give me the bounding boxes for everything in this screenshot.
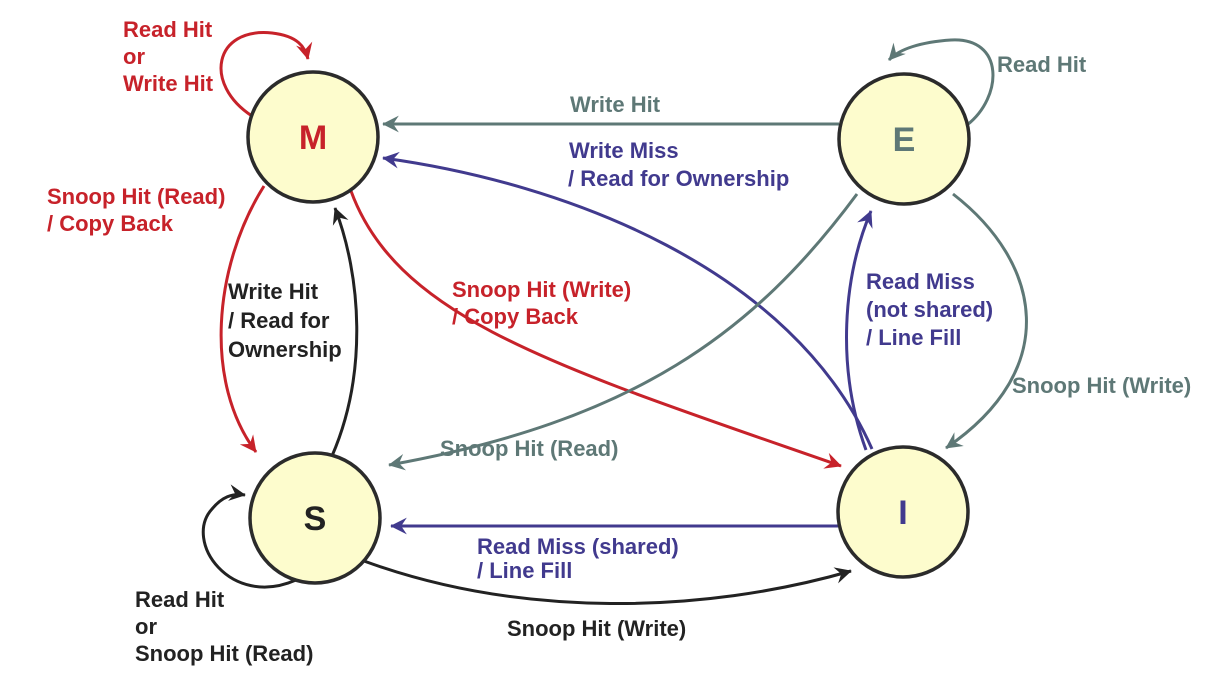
label-line: Read Hit [123, 17, 213, 42]
edge-e-to-s [388, 193, 859, 471]
edge-m-self-loop [219, 31, 313, 118]
state-modified: M [246, 70, 380, 204]
label-line: Ownership [228, 337, 342, 362]
edge-m-to-s [219, 185, 266, 453]
label-line: Snoop Hit (Write) [452, 277, 631, 302]
label-line: Snoop Hit (Read) [135, 641, 313, 666]
edge-s-to-i [363, 559, 852, 606]
state-shared: S [248, 451, 382, 585]
label-line: Snoop Hit (Write) [507, 616, 686, 641]
label-line: / Line Fill [477, 558, 572, 583]
label-e-self-loop: Read Hit [997, 52, 1087, 77]
label-line: / Read for Ownership [568, 166, 789, 191]
state-letter-m: M [299, 119, 327, 157]
label-i-to-e: Read Miss (not shared) / Line Fill [866, 269, 993, 350]
state-circle-s [248, 451, 382, 585]
label-line: (not shared) [866, 297, 993, 322]
label-line: Snoop Hit (Read) [47, 184, 225, 209]
label-line: Write Miss [569, 138, 679, 163]
label-s-to-i: Snoop Hit (Write) [507, 616, 686, 641]
label-line: Write Hit [570, 92, 661, 117]
label-line: Write Hit [123, 71, 214, 96]
label-line: / Read for [228, 308, 330, 333]
label-i-to-m: Write Miss / Read for Ownership [568, 138, 789, 191]
edge-e-to-i [945, 192, 1028, 450]
label-line: / Copy Back [452, 304, 579, 329]
label-line: or [123, 44, 145, 69]
state-circle-i [836, 445, 970, 579]
label-m-self-loop: Read Hit or Write Hit [123, 17, 214, 96]
label-i-to-s: Read Miss (shared) / Line Fill [477, 534, 679, 583]
state-letter-i: I [898, 494, 907, 532]
state-circle-e [837, 72, 971, 206]
label-line: / Copy Back [47, 211, 174, 236]
label-line: Read Miss [866, 269, 975, 294]
label-e-to-s: Snoop Hit (Read) [440, 436, 618, 461]
state-exclusive: E [837, 72, 971, 206]
label-line: Write Hit [228, 279, 319, 304]
label-line: or [135, 614, 157, 639]
edge-e-self-loop [887, 38, 995, 127]
label-line: Read Miss (shared) [477, 534, 679, 559]
label-m-to-s: Snoop Hit (Read) / Copy Back [47, 184, 225, 236]
state-letter-e: E [893, 121, 916, 159]
label-s-to-m: Write Hit / Read for Ownership [228, 279, 342, 362]
state-invalid: I [836, 445, 970, 579]
label-m-to-i: Snoop Hit (Write) / Copy Back [452, 277, 631, 329]
label-s-self-loop: Read Hit or Snoop Hit (Read) [135, 587, 313, 666]
label-line: Read Hit [997, 52, 1087, 77]
label-line: / Line Fill [866, 325, 961, 350]
edge-s-self-loop [201, 484, 297, 589]
edge-i-to-m [382, 151, 874, 450]
state-letter-s: S [304, 500, 327, 538]
edge-m-to-i [349, 190, 842, 469]
edge-s-to-m [330, 207, 359, 457]
label-line: Read Hit [135, 587, 225, 612]
label-e-to-i: Snoop Hit (Write) [1012, 373, 1191, 398]
label-line: Snoop Hit (Write) [1012, 373, 1191, 398]
edge-i-to-e [845, 210, 873, 451]
state-circle-m [246, 70, 380, 204]
label-e-to-m: Write Hit [570, 92, 661, 117]
label-line: Snoop Hit (Read) [440, 436, 618, 461]
